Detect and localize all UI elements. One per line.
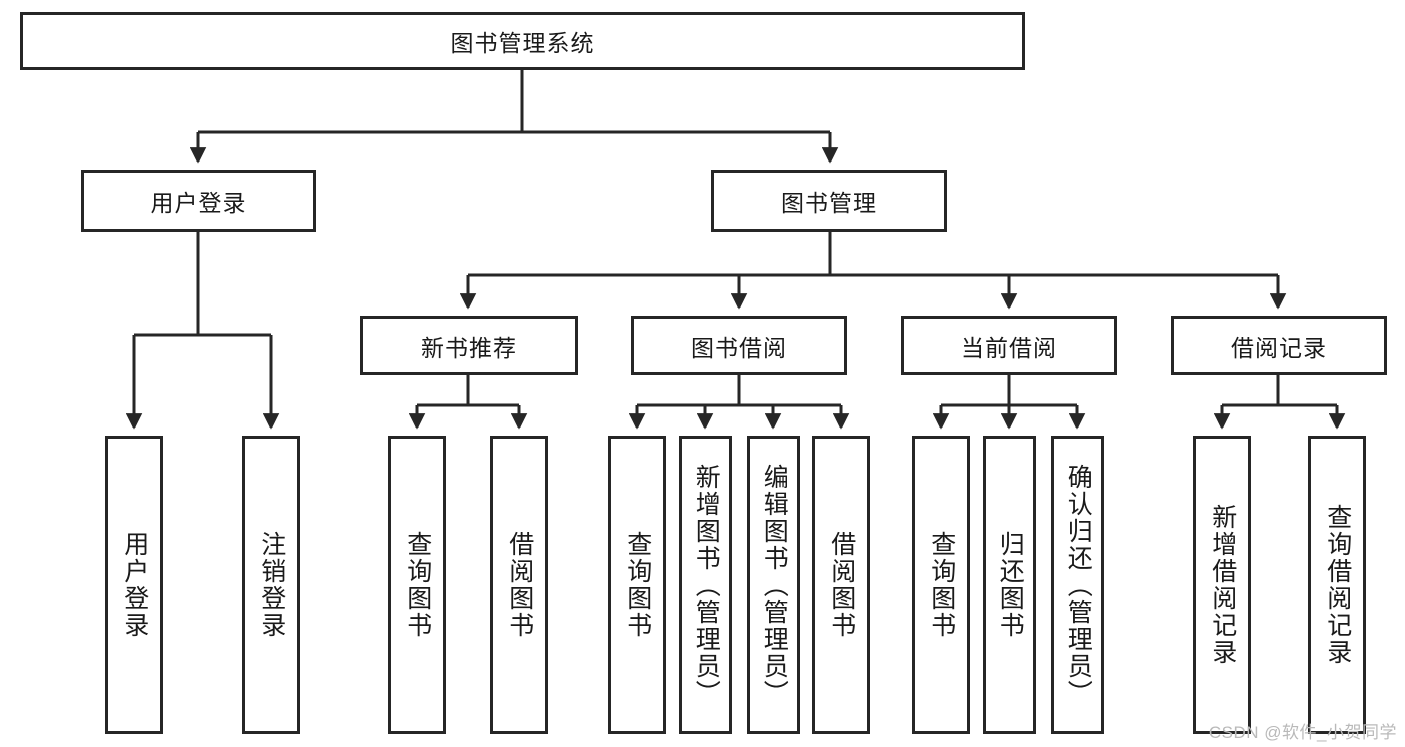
node-label: 借阅记录 xyxy=(1231,334,1327,361)
node-label: 新增借阅记录 xyxy=(1208,504,1237,666)
node-leaf-rec-query[interactable]: 查询图书 xyxy=(388,436,446,734)
node-leaf-cur-confirm[interactable]: 确认归还（管理员） xyxy=(1051,436,1104,734)
node-label: 编辑图书（管理员） xyxy=(760,463,789,707)
node-label: 查询图书 xyxy=(927,531,956,639)
node-label: 查询借阅记录 xyxy=(1323,504,1352,666)
node-leaf-borrow-add[interactable]: 新增图书（管理员） xyxy=(679,436,732,734)
node-leaf-borrow-query[interactable]: 查询图书 xyxy=(608,436,666,734)
node-label: 查询图书 xyxy=(403,531,432,639)
node-leaf-borrow-edit[interactable]: 编辑图书（管理员） xyxy=(747,436,800,734)
node-label: 用户登录 xyxy=(120,531,149,639)
node-label: 新书推荐 xyxy=(421,334,517,361)
node-label: 图书管理系统 xyxy=(450,30,595,56)
node-leaf-cur-query[interactable]: 查询图书 xyxy=(912,436,970,734)
node-leaf-user-login[interactable]: 用户登录 xyxy=(105,436,163,734)
node-label: 新增图书（管理员） xyxy=(692,463,721,707)
node-label: 用户登录 xyxy=(150,190,247,216)
node-label: 确认归还（管理员） xyxy=(1064,463,1093,707)
node-label: 查询图书 xyxy=(623,531,652,639)
node-label: 借阅图书 xyxy=(827,531,856,639)
csdn-watermark: CSDN @软件_小贺同学 xyxy=(1208,723,1397,742)
node-new-book-rec[interactable]: 新书推荐 xyxy=(360,316,578,375)
node-label: 图书管理 xyxy=(781,190,877,216)
node-borrow-record[interactable]: 借阅记录 xyxy=(1171,316,1387,375)
node-label: 注销登录 xyxy=(257,531,286,639)
node-leaf-borrow-lend[interactable]: 借阅图书 xyxy=(812,436,870,734)
node-leaf-cur-return[interactable]: 归还图书 xyxy=(983,436,1036,734)
node-label: 归还图书 xyxy=(996,531,1025,639)
node-label: 当前借阅 xyxy=(961,334,1057,361)
node-user-login[interactable]: 用户登录 xyxy=(81,170,316,232)
node-label: 借阅图书 xyxy=(505,531,534,639)
node-current-borrow[interactable]: 当前借阅 xyxy=(901,316,1117,375)
node-leaf-user-logout[interactable]: 注销登录 xyxy=(242,436,300,734)
node-book-manage[interactable]: 图书管理 xyxy=(711,170,947,232)
node-leaf-rec-search[interactable]: 查询借阅记录 xyxy=(1308,436,1366,734)
node-book-borrow[interactable]: 图书借阅 xyxy=(631,316,847,375)
node-label: 图书借阅 xyxy=(691,334,787,361)
node-root-system[interactable]: 图书管理系统 xyxy=(20,12,1025,70)
node-leaf-rec-borrow[interactable]: 借阅图书 xyxy=(490,436,548,734)
node-leaf-rec-add[interactable]: 新增借阅记录 xyxy=(1193,436,1251,734)
